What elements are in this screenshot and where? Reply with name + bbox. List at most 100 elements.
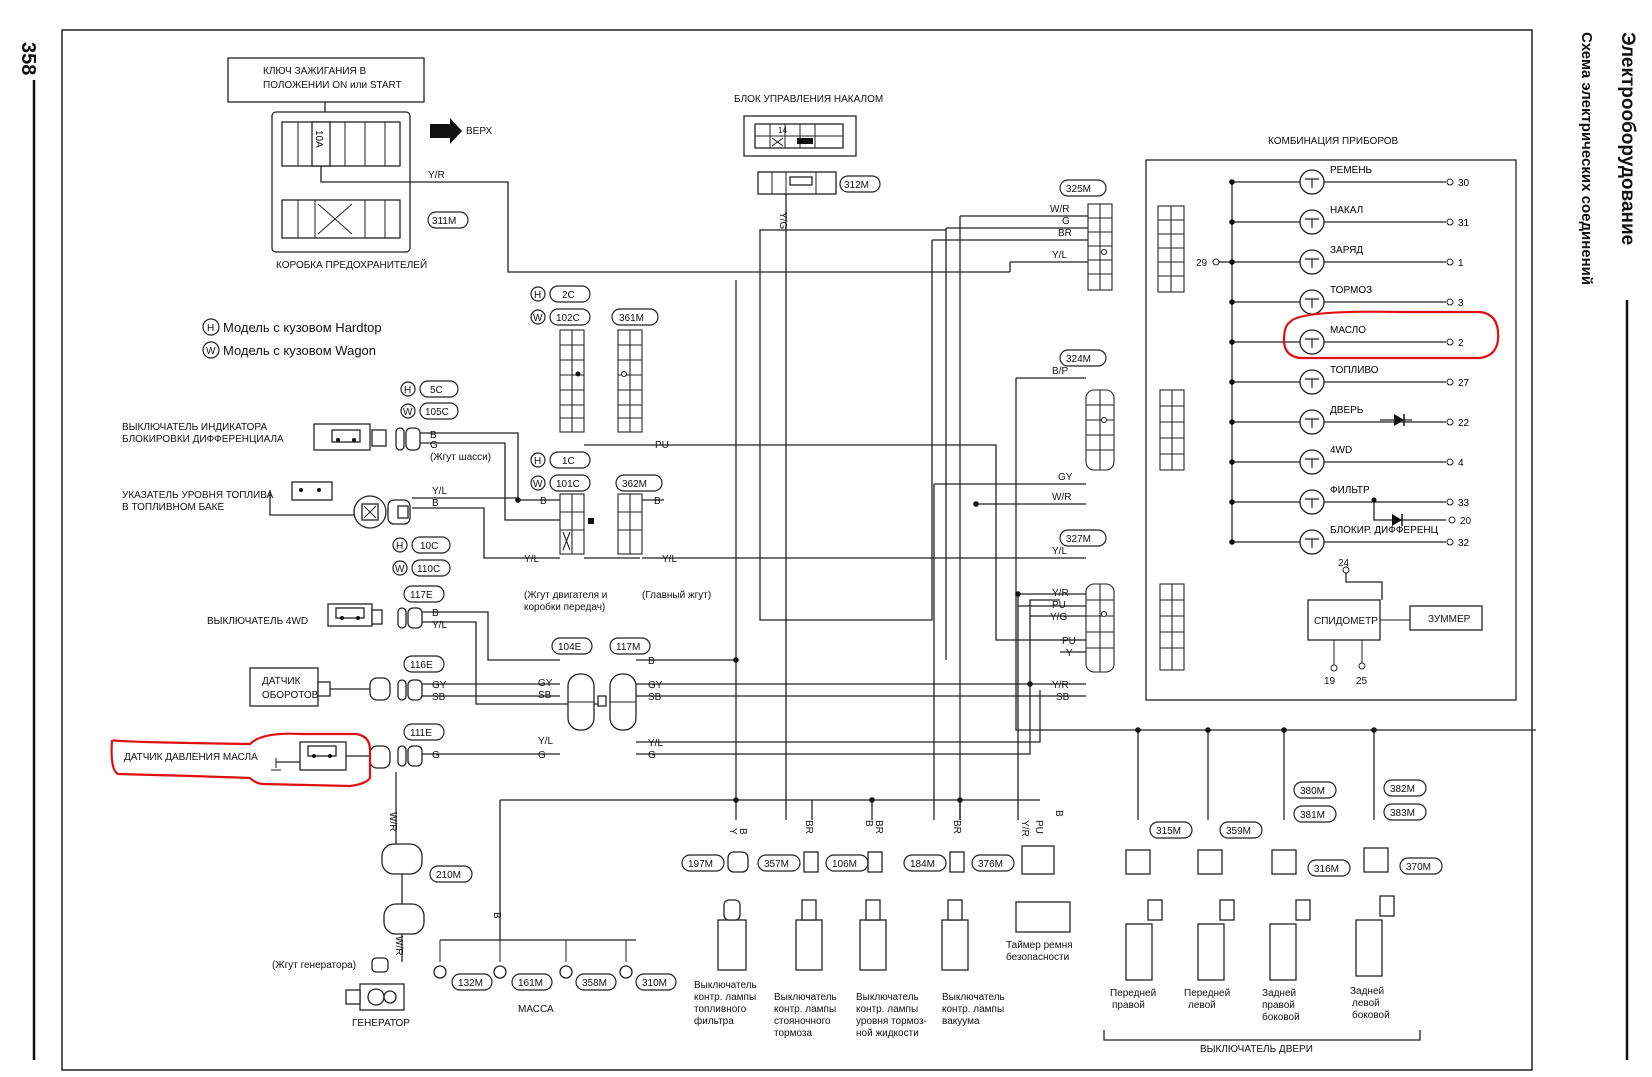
connector-10c-label: H 10C W 110C xyxy=(392,536,451,577)
svg-text:116E: 116E xyxy=(410,660,433,671)
svg-text:20: 20 xyxy=(1460,516,1472,527)
svg-text:ДАТЧИК: ДАТЧИК xyxy=(262,676,301,687)
svg-text:197M: 197M xyxy=(688,859,713,870)
svg-text:Y/R: Y/R xyxy=(1052,680,1069,691)
svg-text:W: W xyxy=(533,479,543,490)
cluster-connector-b xyxy=(1159,389,1185,471)
junction-dot xyxy=(1229,219,1235,225)
svg-text:G: G xyxy=(1062,216,1070,227)
svg-text:Передней: Передней xyxy=(1110,988,1156,999)
connector-117e xyxy=(403,585,445,603)
lamp-label: ФИЛЬТР xyxy=(1330,485,1370,496)
switch-4wd-icon xyxy=(327,603,423,629)
svg-text:Модель с кузовом Hardtop: Модель с кузовом Hardtop xyxy=(223,320,382,335)
connector-325m xyxy=(1059,179,1107,197)
svg-text:SB: SB xyxy=(432,692,446,703)
svg-text:(Главный жгут): (Главный жгут) xyxy=(642,590,711,601)
svg-text:левой: левой xyxy=(1352,998,1380,1009)
svg-text:W/R: W/R xyxy=(393,936,404,955)
lamp-terminal xyxy=(1446,378,1454,386)
svg-text:GY: GY xyxy=(432,680,447,691)
svg-text:29: 29 xyxy=(1196,258,1208,269)
svg-text:Выключатель: Выключатель xyxy=(774,992,837,1003)
svg-text:B: B xyxy=(1053,810,1064,817)
svg-text:W: W xyxy=(395,564,405,575)
svg-text:PU: PU xyxy=(1052,600,1066,611)
svg-text:(Жгут шасси): (Жгут шасси) xyxy=(430,452,491,463)
lamp-terminal xyxy=(1446,418,1454,426)
svg-text:БЛОКИРОВКИ ДИФФЕРЕНЦИАЛА: БЛОКИРОВКИ ДИФФЕРЕНЦИАЛА xyxy=(122,434,284,445)
cluster-connector-a xyxy=(1157,205,1185,293)
svg-text:B/P: B/P xyxy=(1052,366,1068,377)
svg-text:G: G xyxy=(538,750,546,761)
svg-text:210M: 210M xyxy=(436,870,461,881)
svg-text:ПОЛОЖЕНИИ ON или START: ПОЛОЖЕНИИ ON или START xyxy=(263,80,402,91)
svg-text:102C: 102C xyxy=(556,313,580,324)
svg-text:W: W xyxy=(533,313,543,324)
lamp-terminal xyxy=(1446,498,1454,506)
svg-text:H: H xyxy=(207,323,214,334)
connector-block-101c xyxy=(559,493,585,555)
lamp-pin: 31 xyxy=(1458,218,1470,229)
svg-text:BR: BR xyxy=(951,820,962,834)
svg-text:Y/L: Y/L xyxy=(1052,250,1067,261)
lamp-pin: 30 xyxy=(1458,178,1470,189)
svg-text:Y/R: Y/R xyxy=(1052,588,1069,599)
svg-text:380M: 380M xyxy=(1300,786,1325,797)
svg-text:PU: PU xyxy=(1033,820,1044,834)
section-subtitle: Схема электрических соединений xyxy=(1578,32,1595,285)
cluster-lamp: НАКАЛ 31 xyxy=(1229,205,1470,235)
svg-text:Y/L: Y/L xyxy=(524,554,539,565)
connector-5c-label: H 5C W 105C xyxy=(400,380,459,420)
svg-text:W/R: W/R xyxy=(387,812,398,831)
svg-text:(Жгут двигателя и: (Жгут двигателя и xyxy=(524,590,607,601)
generator-group: W/R 210M W/R (Жгут генератора) ГЕНЕРАТОР xyxy=(272,772,473,1029)
lamp-label: МАСЛО xyxy=(1330,325,1366,336)
lamp-terminal xyxy=(1446,298,1454,306)
svg-text:GY: GY xyxy=(648,680,663,691)
svg-text:Выключатель: Выключатель xyxy=(856,992,919,1003)
rpm-sensor-icon: ДАТЧИК ОБОРОТОВ xyxy=(249,667,423,707)
svg-text:381M: 381M xyxy=(1300,810,1325,821)
fuse-box: 10A КОРОБКА ПРЕДОХРАНИТЕЛЕЙ xyxy=(271,111,427,271)
diff-lock-switch-label: ВЫКЛЮЧАТЕЛЬ ИНДИКАТОРА БЛОКИРОВКИ ДИФФЕР… xyxy=(122,422,284,445)
svg-text:310M: 310M xyxy=(642,978,667,989)
connector-1c-label: H 1C W 101C xyxy=(530,451,591,492)
svg-text:362M: 362M xyxy=(622,479,647,490)
svg-text:безопасности: безопасности xyxy=(1006,951,1069,963)
svg-text:ВЫКЛЮЧАТЕЛЬ ДВЕРИ: ВЫКЛЮЧАТЕЛЬ ДВЕРИ xyxy=(1200,1044,1313,1055)
svg-text:контр. лампы: контр. лампы xyxy=(774,1004,836,1015)
lamp-pin: 32 xyxy=(1458,538,1470,549)
svg-text:W/R: W/R xyxy=(1050,204,1069,215)
lamp-terminal xyxy=(1446,218,1454,226)
svg-text:Y/L: Y/L xyxy=(432,620,447,631)
svg-text:коробки передач): коробки передач) xyxy=(524,601,605,613)
junction-dot xyxy=(1229,419,1235,425)
section-title: Электрооборудование xyxy=(1617,32,1638,245)
junction-dot xyxy=(1229,539,1235,545)
svg-text:324M: 324M xyxy=(1066,354,1091,365)
svg-text:SB: SB xyxy=(1056,692,1070,703)
lamp-label: НАКАЛ xyxy=(1330,205,1363,216)
svg-text:Y/G: Y/G xyxy=(777,212,788,229)
svg-text:Задней: Задней xyxy=(1350,986,1384,997)
connector-324m xyxy=(1059,349,1107,367)
svg-text:H: H xyxy=(396,541,403,552)
svg-text:H: H xyxy=(404,385,411,396)
svg-text:Y/L: Y/L xyxy=(1052,546,1067,557)
cluster-caption: КОМБИНАЦИЯ ПРИБОРОВ xyxy=(1268,136,1399,147)
svg-text:105C: 105C xyxy=(425,407,449,418)
svg-text:ВЕРХ: ВЕРХ xyxy=(466,126,493,137)
svg-text:ГЕНЕРАТОР: ГЕНЕРАТОР xyxy=(352,1018,410,1029)
lamp-terminal xyxy=(1446,258,1454,266)
svg-text:Задней: Задней xyxy=(1262,988,1296,999)
svg-text:контр. лампы: контр. лампы xyxy=(694,992,756,1003)
svg-text:B: B xyxy=(432,498,439,509)
lamp-label: ДВЕРЬ xyxy=(1330,405,1364,416)
svg-text:315M: 315M xyxy=(1156,826,1181,837)
cluster-lamps: РЕМЕНЬ30НАКАЛ31ЗАРЯД1ТОРМОЗ3МАСЛО2ТОПЛИВ… xyxy=(1229,165,1470,555)
